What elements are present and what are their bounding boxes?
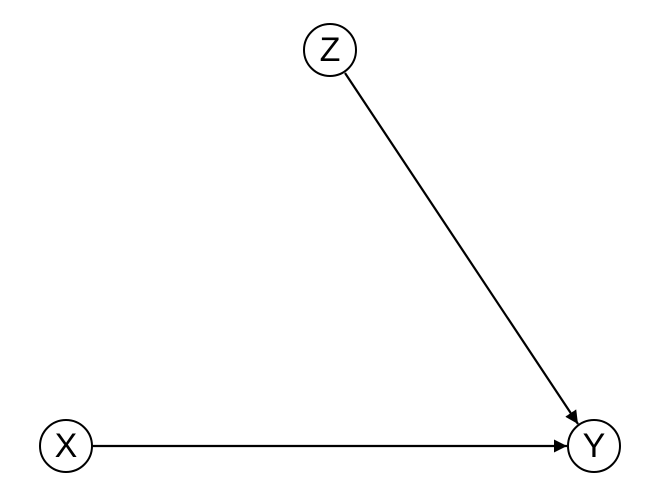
node-x: X <box>39 419 93 473</box>
node-z-circle <box>303 23 357 77</box>
node-z: Z <box>303 23 357 77</box>
node-y-label: Y <box>583 427 606 465</box>
node-y: Y <box>567 419 621 473</box>
edge-z-to-y <box>344 72 579 425</box>
node-x-label: X <box>55 427 78 465</box>
node-z-label: Z <box>320 31 341 69</box>
node-x-circle <box>39 419 93 473</box>
node-y-circle <box>567 419 621 473</box>
